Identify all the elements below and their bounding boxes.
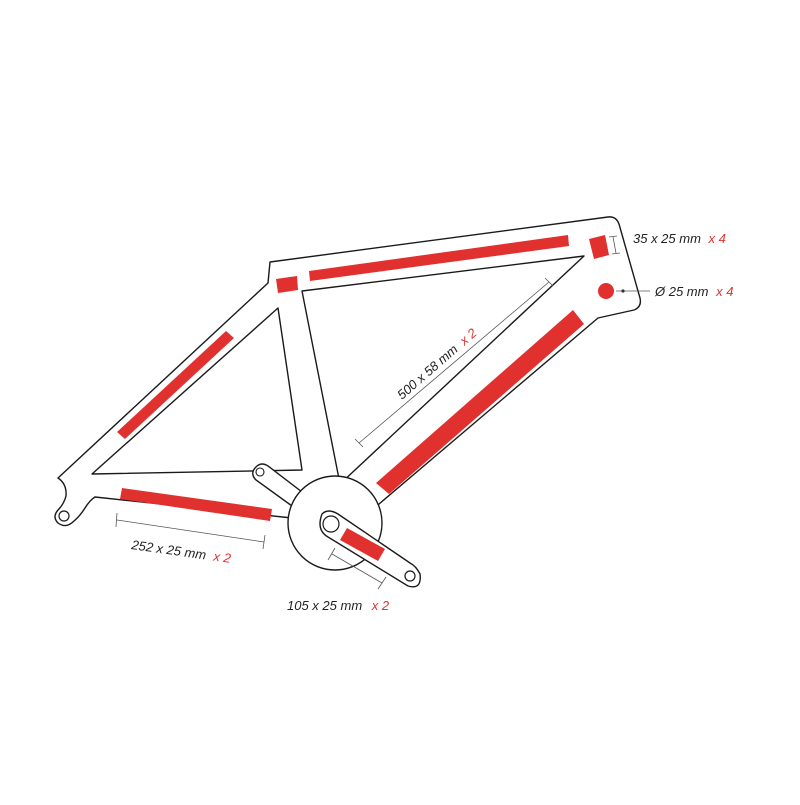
dot-size-text: Ø 25 mm bbox=[654, 284, 709, 299]
seat-stay-pad bbox=[117, 331, 234, 439]
seat-cluster-pad bbox=[276, 276, 298, 293]
crank-dimension-line bbox=[331, 553, 383, 584]
protection-pads bbox=[117, 235, 614, 561]
chain-stay-qty-text: x 2 bbox=[212, 548, 233, 566]
head-tube-dimension-label: 35 x 25 mm x 4 bbox=[633, 231, 726, 246]
head-tube-pad bbox=[589, 235, 609, 259]
crank-dimension-label: 105 x 25 mm x 2 bbox=[287, 598, 390, 613]
top-tube-qty-text: x 2 bbox=[456, 325, 480, 349]
chain-stay-dimension-tick-start bbox=[115, 512, 118, 528]
chain-stay-dimension-tick-end bbox=[262, 534, 266, 550]
top-tube-pad bbox=[309, 235, 569, 281]
crank-qty-text: x 2 bbox=[371, 598, 390, 613]
head-tube-dot-pad bbox=[598, 283, 614, 299]
top-tube-dimension-tick-end bbox=[544, 277, 554, 287]
rear-pedal-hole bbox=[255, 467, 265, 477]
head-tube-size-text: 35 x 25 mm bbox=[633, 231, 701, 246]
crank-arm-pad bbox=[340, 528, 385, 561]
dropout-hole bbox=[58, 510, 70, 522]
chain-stay-dimension-line bbox=[116, 519, 265, 543]
down-tube-pad bbox=[376, 310, 584, 494]
dimension-lines bbox=[115, 235, 650, 590]
crank-spindle bbox=[322, 515, 340, 533]
dot-dimension-label: Ø 25 mm x 4 bbox=[654, 284, 733, 299]
head-tube-dimension-tick-top bbox=[608, 235, 618, 238]
head-tube-qty-text: x 4 bbox=[708, 231, 726, 246]
top-tube-dimension-tick-start bbox=[354, 438, 364, 448]
chain-stay-size-text: 252 x 25 mm bbox=[130, 537, 208, 562]
front-pedal-hole bbox=[404, 570, 416, 582]
dot-qty-text: x 4 bbox=[715, 284, 733, 299]
head-tube-dimension-line bbox=[612, 236, 617, 254]
dot-leader-end bbox=[621, 289, 625, 293]
chain-stay-pad bbox=[120, 488, 272, 521]
chain-stay-dimension-label: 252 x 25 mm x 2 bbox=[130, 537, 233, 566]
crank-size-text: 105 x 25 mm bbox=[287, 598, 362, 613]
top-tube-dimension-line bbox=[358, 281, 550, 444]
head-tube-dimension-tick-bottom bbox=[611, 252, 621, 255]
crank-dimension-tick-start bbox=[327, 547, 336, 561]
crank-dimension-tick-end bbox=[377, 576, 387, 590]
